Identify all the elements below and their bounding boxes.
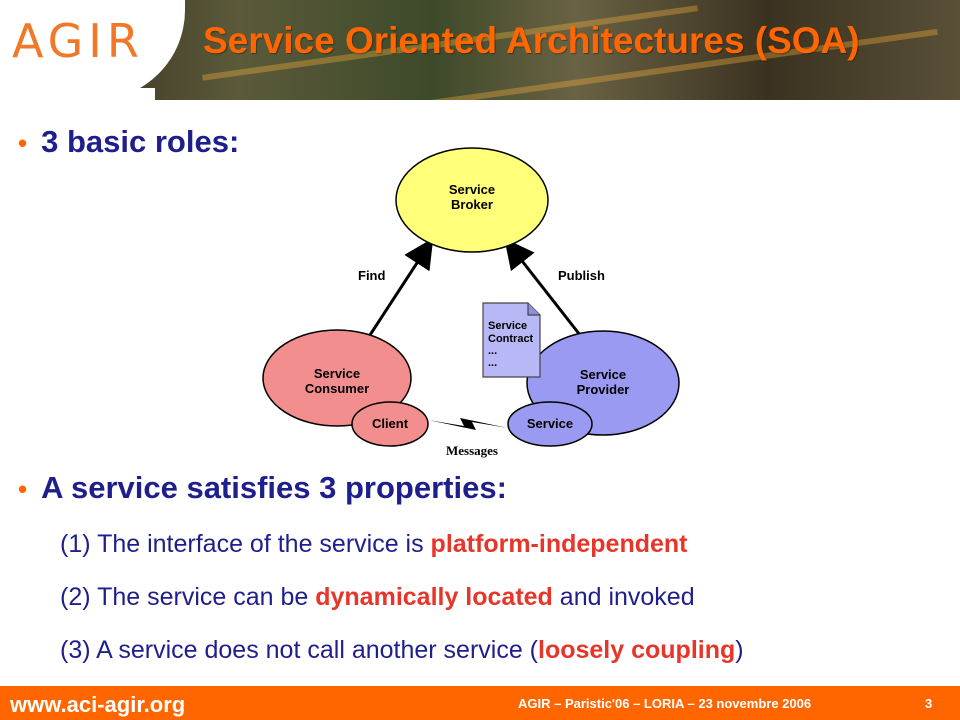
slide-title: Service Oriented Architectures (SOA) — [203, 20, 860, 61]
contract-label-1: Service — [488, 320, 527, 332]
property-3-text: A service does not call another service … — [96, 636, 539, 664]
client-node — [351, 401, 429, 447]
contract-label-3: ... — [488, 345, 497, 357]
publish-arrow — [504, 238, 582, 336]
service-broker-node — [395, 147, 549, 253]
property-3-after: ) — [735, 636, 744, 664]
provider-label-2: Provider — [577, 382, 630, 397]
contract-label-2: Contract — [488, 333, 534, 345]
consumer-label-1: Service — [314, 366, 360, 381]
logo-strip — [0, 88, 155, 100]
client-label: Client — [372, 416, 409, 431]
contract-label-4: ... — [488, 357, 497, 369]
property-2-highlight: dynamically located — [315, 583, 553, 611]
broker-label-2: Broker — [451, 197, 493, 212]
service-contract-document — [482, 302, 541, 378]
messages-bolt — [428, 418, 508, 430]
find-label: Find — [358, 268, 385, 283]
footer-bar: www.aci-agir.org AGIR – Paristic'06 – LO… — [0, 686, 960, 720]
publish-label: Publish — [558, 268, 605, 283]
roles-heading: 3 basic roles: — [41, 124, 240, 159]
bullet-dot: • — [18, 474, 28, 504]
service-node — [507, 401, 593, 447]
agir-logo: AGIR — [12, 14, 144, 68]
property-2-number: (2) — [60, 583, 98, 611]
property-1: (1) The interface of the service is plat… — [60, 530, 687, 559]
provider-label-1: Service — [580, 367, 626, 382]
bullet-roles: • 3 basic roles: — [18, 124, 239, 160]
property-2-after: and invoked — [552, 583, 695, 611]
properties-heading: A service satisfies 3 properties: — [41, 470, 507, 505]
messages-label: Messages — [446, 443, 498, 458]
property-2: (2) The service can be dynamically locat… — [60, 583, 695, 612]
bullet-dot: • — [18, 128, 28, 158]
header-banner: AGIR Service Oriented Architectures (SOA… — [0, 0, 960, 100]
property-1-number: (1) — [60, 530, 98, 558]
property-3-highlight: loosely coupling — [538, 636, 736, 664]
page-number: 3 — [925, 696, 933, 711]
service-consumer-node — [262, 329, 412, 427]
footer-url-link[interactable]: www.aci-agir.org — [10, 692, 186, 717]
soa-diagram: Find Publish Service Broker Service Cons… — [262, 147, 680, 458]
property-1-text: The interface of the service is — [97, 530, 431, 558]
property-2-text: The service can be — [97, 583, 316, 611]
property-3-number: (3) — [60, 636, 97, 664]
footer-info: AGIR – Paristic'06 – LORIA – 23 novembre… — [518, 696, 812, 711]
document-fold — [527, 303, 540, 316]
find-arrow — [368, 237, 434, 336]
property-1-highlight: platform-independent — [430, 530, 688, 558]
property-3: (3) A service does not call another serv… — [60, 636, 744, 665]
broker-label-1: Service — [449, 182, 495, 197]
consumer-label-2: Consumer — [305, 381, 369, 396]
bullet-properties: • A service satisfies 3 properties: — [18, 470, 507, 506]
service-label: Service — [527, 416, 573, 431]
